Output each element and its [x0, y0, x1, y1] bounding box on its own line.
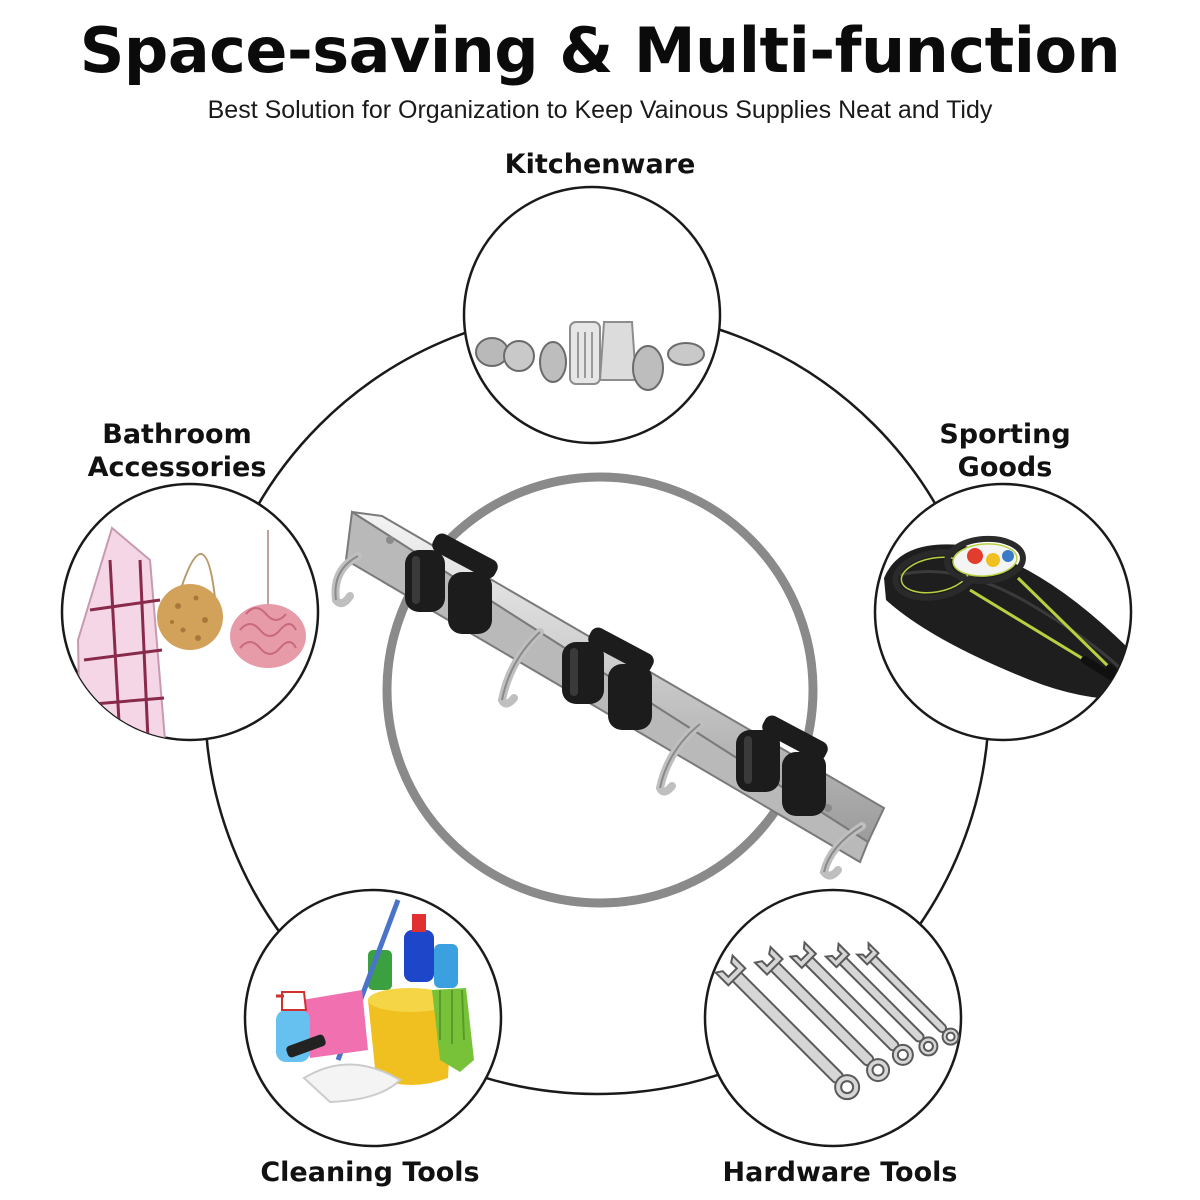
page-subtitle: Best Solution for Organization to Keep V…	[207, 96, 993, 124]
hardware-circle	[703, 888, 963, 1148]
bathroom-items-icon	[76, 526, 306, 740]
label-kitchenware: Kitchenware	[504, 149, 696, 180]
page-title: Space-saving & Multi-function	[79, 14, 1121, 87]
label-cleaning-tools: Cleaning Tools	[260, 1157, 480, 1188]
kitchenware-circle	[462, 185, 722, 445]
wrench-set-icon	[713, 940, 960, 1101]
cleaning-circle	[243, 888, 503, 1148]
badminton-racket-icon	[884, 535, 1131, 700]
wall-rack-product	[331, 510, 886, 880]
utensils-icon	[475, 240, 705, 391]
sporting-circle	[873, 482, 1133, 742]
rack-grippers	[405, 533, 828, 816]
label-hardware-tools: Hardware Tools	[722, 1157, 958, 1188]
cleaning-supplies-icon	[276, 899, 474, 1104]
label-bathroom-accessories: Bathroom Accessories	[87, 419, 267, 483]
label-sporting-goods: Sporting Goods	[939, 419, 1071, 483]
center-ring	[382, 472, 818, 908]
bathroom-circle	[60, 482, 320, 742]
